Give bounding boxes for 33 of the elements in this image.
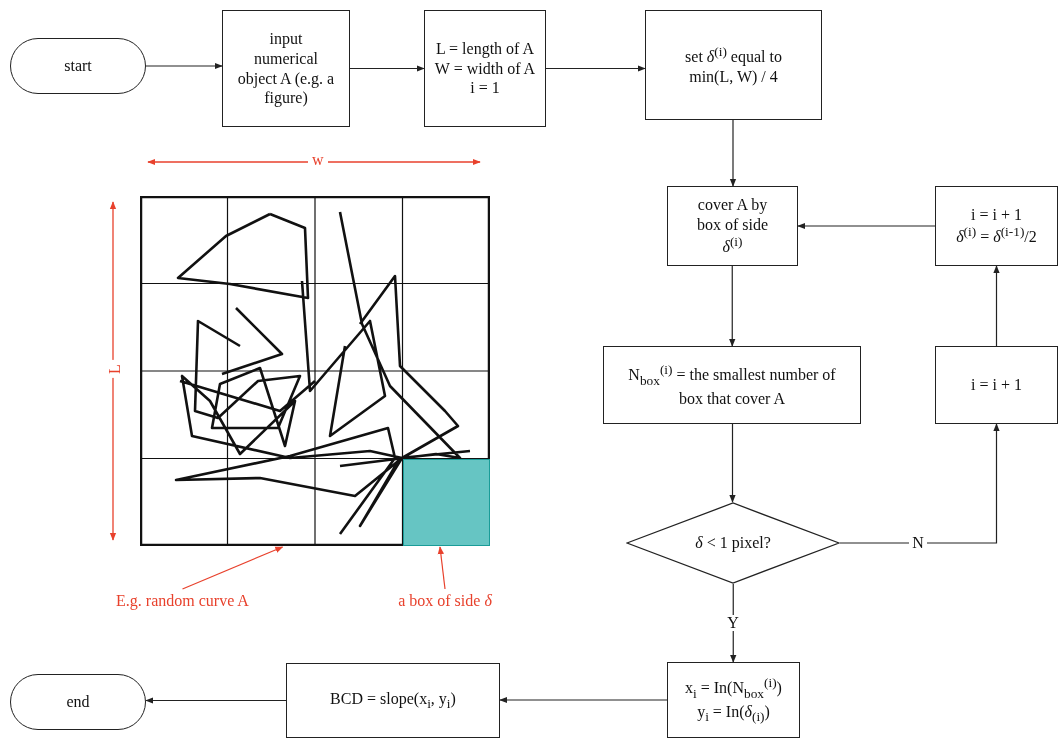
dimension-label: L <box>106 360 123 378</box>
arrow <box>993 265 1000 347</box>
terminal-box: start <box>10 38 146 94</box>
process-box: i = i + 1 δ$^{(i)}$ = δ$^{(i-1)}$/2 <box>935 186 1058 266</box>
arrow <box>499 696 668 704</box>
grid-curve-drawing <box>140 196 490 546</box>
edge-label: Y <box>724 615 742 631</box>
edge-label: N <box>909 535 927 551</box>
arrow <box>797 222 936 230</box>
process-box: N$_{box}$$^{(i)}$ = the smallest number of box that cover A <box>603 346 861 424</box>
process-box: x$_{i}$ = In(N$_{box}$$^{(i)}$) y$_{i}$ = In(δ$_{(i)}$) <box>667 662 800 738</box>
process-box: BCD = slope(x$_{i}$, y$_{i}$) <box>286 663 500 738</box>
arrow <box>730 583 737 663</box>
process-box: L = length of A W = width of A i = 1 <box>424 10 546 127</box>
process-box: cover A by box of side δ$^{(i)}$ <box>667 186 798 266</box>
process-box: set δ$^{(i)}$ equal to min(L, W) / 4 <box>645 10 822 120</box>
process-box: input numerical object A (e.g. a figure) <box>222 10 350 127</box>
decision-diamond: δ < 1 pixel? <box>626 502 840 584</box>
callout-text: a box of side δ <box>375 589 515 613</box>
leader-line <box>437 546 446 590</box>
highlighted-grid-square <box>403 459 490 546</box>
arrow <box>145 697 287 704</box>
callout-text: E.g. random curve A <box>80 589 285 613</box>
terminal-box: end <box>10 674 146 730</box>
arrow <box>729 423 736 503</box>
arrow <box>729 265 736 347</box>
arrow <box>729 119 737 187</box>
arrow <box>839 423 1000 544</box>
arrow <box>349 65 425 72</box>
process-box: i = i + 1 <box>935 346 1058 424</box>
arrow <box>545 65 646 72</box>
arrow <box>145 62 223 70</box>
leader-line <box>181 546 284 590</box>
